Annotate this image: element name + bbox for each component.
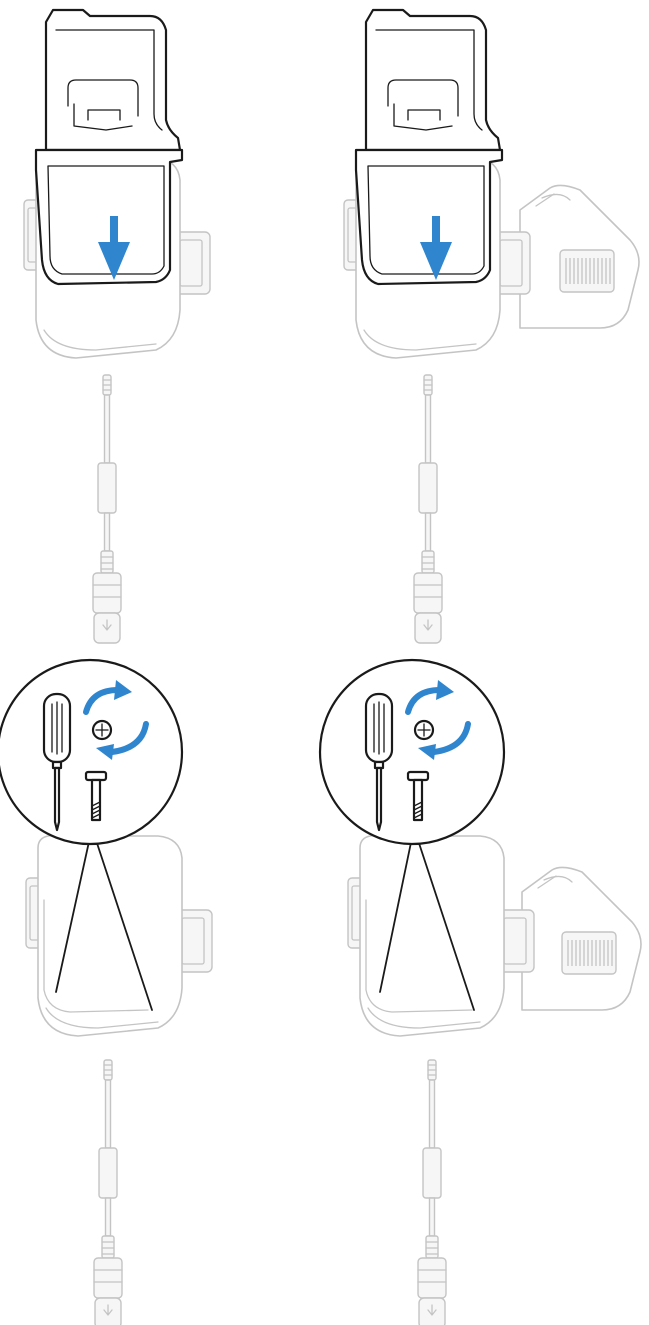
panel-secure-screws [0, 660, 212, 1325]
panel-insert-cradle [24, 10, 210, 643]
panel-insert-cradle-with-strap [344, 10, 639, 643]
magnifier-callout [320, 660, 504, 844]
panel-secure-screws-with-strap [320, 660, 641, 1325]
